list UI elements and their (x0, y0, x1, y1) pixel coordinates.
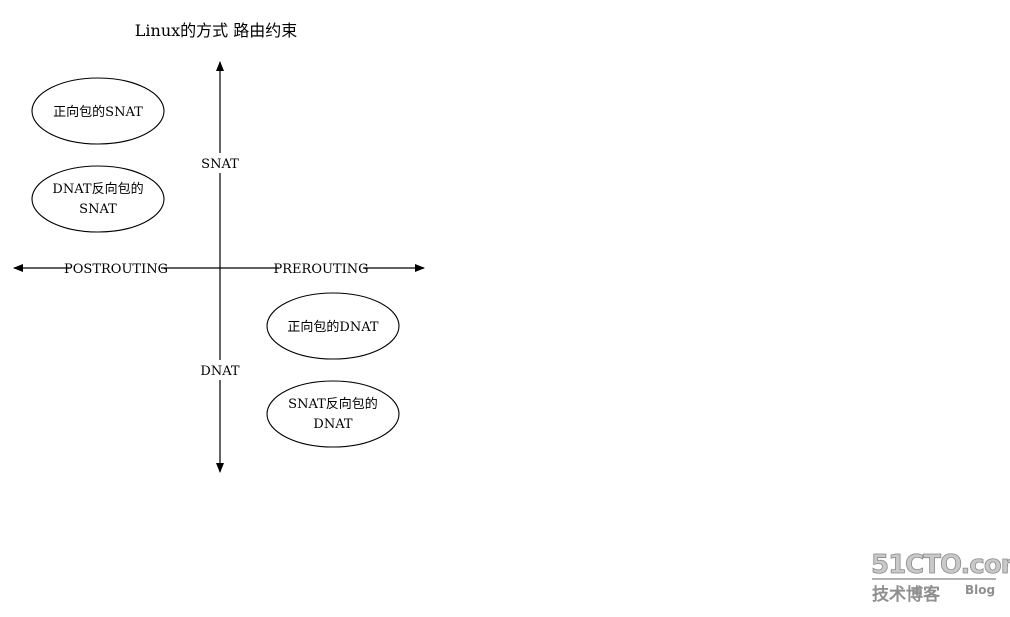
diagram-title: Linux的方式 路由约束 (135, 21, 297, 40)
dnat-reverse-text-line1: DNAT反向包的 (52, 181, 143, 197)
watermark-blog: Blog (965, 583, 995, 597)
watermark-subtitle: 技术博客 (872, 584, 941, 605)
watermark-logo: 51CTO.com 技术博客 Blog (871, 550, 1010, 605)
snat-reverse-text-line2: DNAT (313, 417, 352, 432)
snat-reverse-text-line1: SNAT反向包的 (288, 396, 378, 412)
dnat-forward-ellipse: 正向包的DNAT (266, 292, 400, 360)
dnat-reverse-ellipse: DNAT反向包的 SNAT (31, 165, 165, 233)
dnat-reverse-text-line2: SNAT (79, 202, 117, 217)
dnat-forward-text: 正向包的DNAT (287, 319, 378, 335)
snat-axis-label: SNAT (201, 157, 239, 172)
snat-forward-ellipse: 正向包的SNAT (31, 77, 165, 145)
dnat-axis-label: DNAT (200, 364, 239, 379)
snat-reverse-ellipse: SNAT反向包的 DNAT (266, 380, 400, 448)
prerouting-axis-label: PREROUTING (274, 262, 369, 277)
postrouting-axis-label: POSTROUTING (64, 262, 168, 277)
watermark-brand: 51CTO.com (871, 550, 1010, 580)
snat-forward-text: 正向包的SNAT (53, 104, 143, 120)
